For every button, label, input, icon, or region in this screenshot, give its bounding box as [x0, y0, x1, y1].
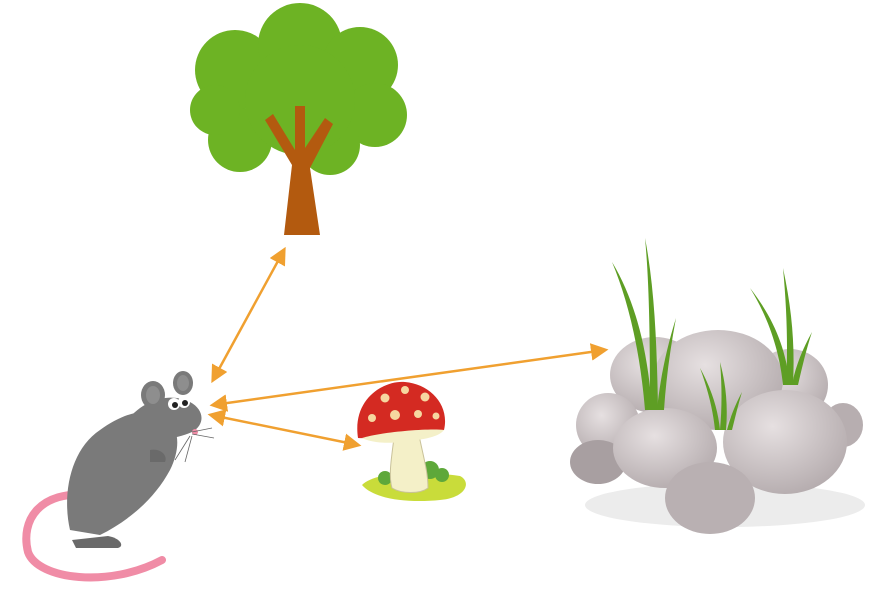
- edge-rat-mushroom: [207, 409, 362, 451]
- mushroom-icon: [357, 381, 466, 502]
- edges: [207, 246, 609, 451]
- edge-rat-rocks: [209, 343, 609, 412]
- edge-rat-tree: [211, 246, 286, 384]
- rat-icon: [22, 371, 215, 582]
- rocks-with-grass-icon: [570, 238, 865, 534]
- tree-icon: [190, 3, 407, 235]
